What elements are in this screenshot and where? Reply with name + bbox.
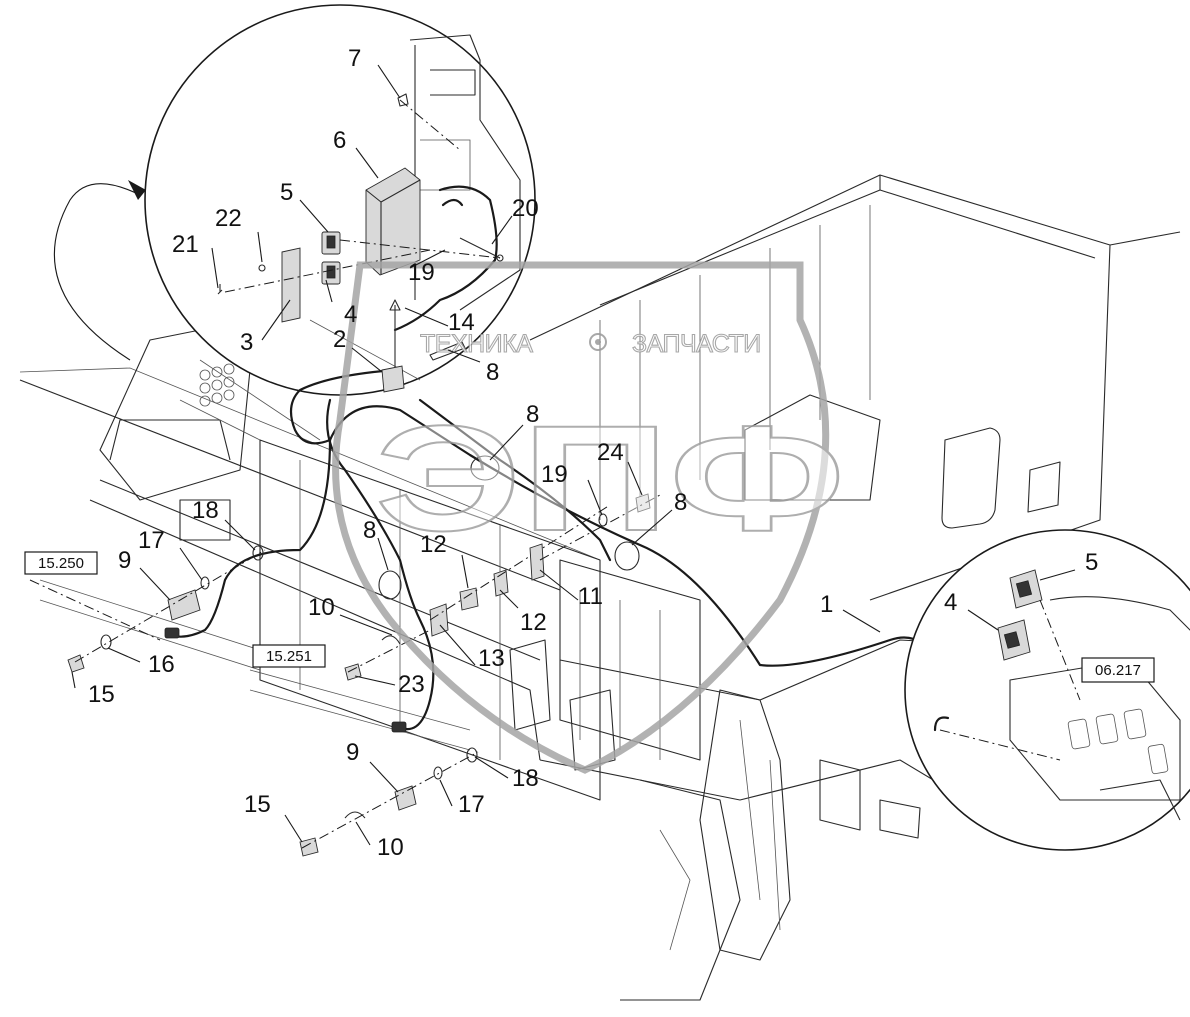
callout-numbers: 7 6 5 22 21 20 19 4 3 2 14 8 8 24 19 8 1… (88, 45, 1098, 861)
cab-detail-circle (904, 529, 1190, 851)
callout-1: 1 (820, 591, 833, 618)
callout-4-cab: 4 (944, 589, 957, 616)
ref-box-06-217: 06.217 (1095, 662, 1141, 679)
ref-box-15-250: 15.250 (38, 555, 84, 572)
callout-12-lower: 12 (520, 609, 547, 636)
watermark: ТЕХНИКА ЗАПЧАСТИ ЭПФ (332, 261, 846, 774)
callout-16: 16 (148, 651, 175, 678)
detail-circle (53, 4, 536, 396)
callout-15-left: 15 (88, 681, 115, 708)
callout-3: 3 (240, 329, 253, 356)
callout-19-detail: 19 (408, 259, 435, 286)
callout-20: 20 (512, 195, 539, 222)
callout-9-left: 9 (118, 547, 131, 574)
ref-box-15-251: 15.251 (266, 648, 312, 665)
callout-9-lower: 9 (346, 739, 359, 766)
callout-14: 14 (448, 309, 475, 336)
callout-23: 23 (398, 671, 425, 698)
callout-18-left: 18 (192, 497, 219, 524)
callout-18-lower: 18 (512, 765, 539, 792)
callout-22: 22 (215, 205, 242, 232)
callout-15-lower: 15 (244, 791, 271, 818)
callout-24: 24 (597, 439, 624, 466)
left-fastener-group (29, 545, 266, 673)
machine-frame (19, 174, 1181, 1001)
watermark-left-text: ТЕХНИКА (420, 330, 533, 358)
callout-12-upper: 12 (420, 531, 447, 558)
callout-8-center: 8 (526, 401, 539, 428)
callout-5: 5 (280, 179, 293, 206)
callout-10-upper: 10 (308, 594, 335, 621)
callout-7: 7 (348, 45, 361, 72)
callout-5-cab: 5 (1085, 549, 1098, 576)
callout-21: 21 (172, 231, 199, 258)
callout-6: 6 (333, 127, 346, 154)
callout-17-left: 17 (138, 527, 165, 554)
watermark-logo-letters: ЭПФ (375, 394, 845, 562)
callout-17-lower: 17 (458, 791, 485, 818)
callout-11: 11 (578, 583, 603, 610)
callout-2: 2 (333, 326, 346, 353)
watermark-right-text: ЗАПЧАСТИ (632, 330, 761, 358)
callout-8-right: 8 (674, 489, 687, 516)
callout-10-lower: 10 (377, 834, 404, 861)
callout-19: 19 (541, 461, 568, 488)
leader-lines (71, 64, 1076, 846)
callout-8-lower: 8 (363, 517, 376, 544)
gear-icon (589, 333, 607, 351)
callout-13: 13 (478, 645, 505, 672)
callout-8-top: 8 (486, 359, 499, 386)
callout-4: 4 (344, 301, 357, 328)
reference-boxes: 15.250 15.251 06.217 (24, 551, 1155, 683)
